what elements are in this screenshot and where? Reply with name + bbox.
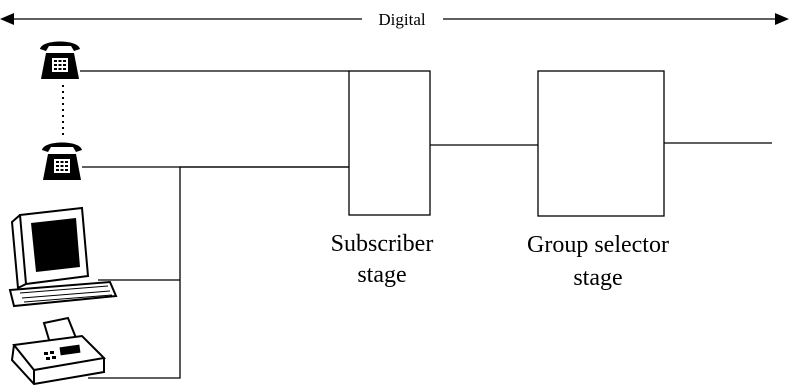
computer-icon (8, 206, 118, 308)
digital-arrow: Digital (0, 10, 789, 29)
digital-label: Digital (378, 10, 425, 29)
group-selector-stage-label-line2: stage (573, 265, 622, 291)
connection-lines (80, 70, 772, 379)
subscriber-stage-label-line2: stage (357, 262, 406, 288)
fax-machine-icon (10, 316, 107, 385)
subscriber-stage-box (348, 70, 431, 216)
telephone-icon (40, 41, 80, 79)
group-selector-stage-label-line1: Group selector (527, 232, 669, 258)
group-selector-stage-box (537, 70, 665, 217)
subscriber-stage-label-line1: Subscriber (331, 231, 434, 257)
telephone-icon (42, 142, 82, 180)
